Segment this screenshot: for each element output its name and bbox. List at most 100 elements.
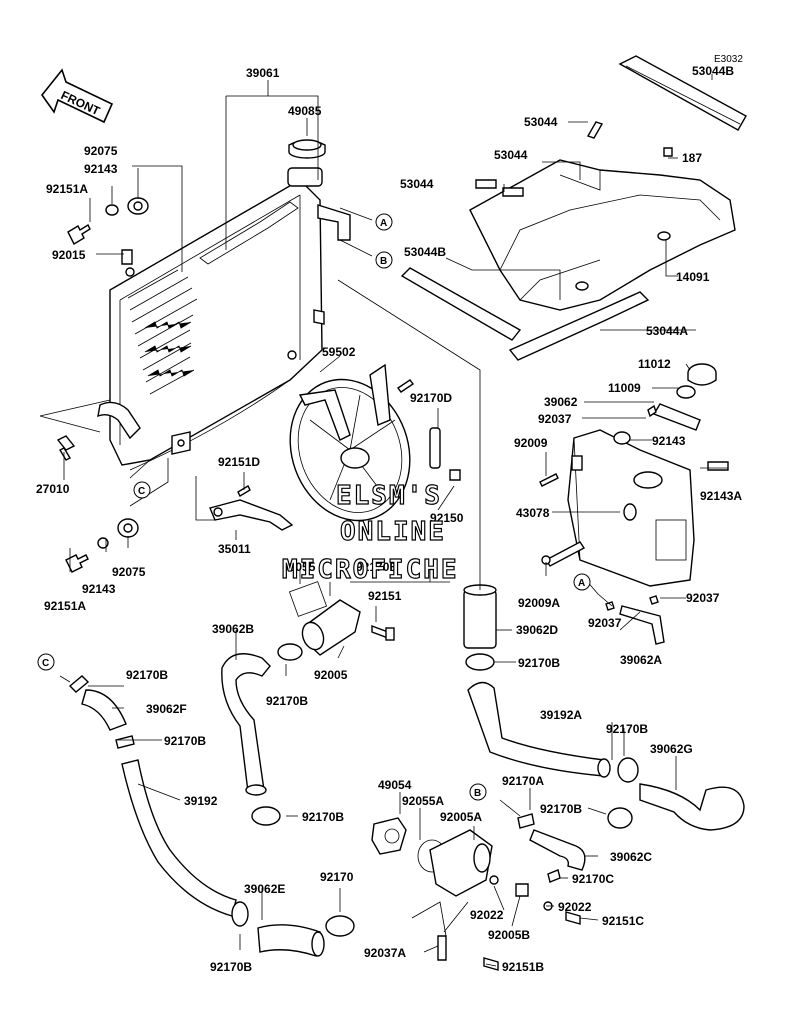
hose-39062D: [463, 584, 497, 649]
thermostat-49054: [371, 817, 407, 855]
reservoir-tank: [567, 429, 695, 587]
clip-92037-a-icon: [605, 601, 615, 611]
clamp-c-upper-icon: [68, 675, 90, 693]
callout: 39192: [184, 794, 218, 808]
callout: 92037A: [364, 946, 406, 960]
trim-53044B-upper: [618, 55, 747, 131]
callout: 59502: [322, 345, 356, 359]
bolt-92151D-icon: [237, 485, 251, 497]
clip-92037-b-icon: [649, 595, 659, 605]
radiator-core-fins: [127, 269, 198, 395]
reservoir-cap-11012: [687, 363, 717, 386]
callout: 92151D: [218, 455, 260, 469]
water-pipe-92005: [301, 599, 361, 656]
callout: 49054: [378, 778, 412, 792]
bracket-35011: [209, 499, 294, 531]
clamp-39062F-lower-icon: [115, 735, 135, 749]
callout: 92037: [588, 616, 622, 630]
trim-53044-c: [475, 179, 497, 189]
gasket-92055: [288, 581, 328, 617]
callout: 92170B: [518, 656, 560, 670]
callout: 92055: [282, 560, 316, 574]
callout: 53044B: [692, 64, 734, 78]
marker-A-right: [573, 573, 591, 591]
callout: B: [474, 788, 481, 799]
marker-B-lower: [469, 783, 487, 801]
callout: 39062F: [146, 702, 187, 716]
clamp-92170C-icon: [547, 869, 561, 883]
seal-11009-icon: [676, 385, 696, 399]
clamp-39192-lower-icon: [231, 901, 249, 927]
callout: 53044: [524, 115, 558, 129]
callout: 92170B: [266, 694, 308, 708]
callout: 92009A: [518, 596, 560, 610]
callout: 35011: [218, 542, 251, 556]
radiator-assembly: [97, 167, 351, 471]
trim-53044A: [508, 291, 650, 361]
callout: 92170B: [164, 734, 206, 748]
callout: 39192A: [540, 708, 582, 722]
bolt-92009A-icon: [541, 541, 586, 567]
watermark-line-3: MICROFICHE: [282, 555, 459, 585]
collar-92143-right-icon: [613, 431, 631, 445]
callout: 92150: [430, 511, 464, 525]
callout: 92143: [652, 434, 686, 448]
hose-39062E: [257, 924, 325, 957]
callout: 11009: [608, 381, 641, 395]
bolt-lower-left-icon: [65, 554, 89, 573]
callout: 92075: [84, 144, 118, 158]
bolt-92151B-icon: [483, 957, 499, 971]
hose-39192A: [467, 681, 611, 778]
callout: 92143: [84, 162, 118, 176]
callout: 14091: [676, 270, 710, 284]
cover-14091: [469, 159, 736, 311]
callout: 92151B: [502, 960, 544, 974]
callout: B: [380, 256, 387, 267]
marker-C-left: [133, 481, 151, 499]
callout: 39062E: [244, 882, 285, 896]
hose-39062G: [639, 783, 745, 831]
clamp-92170-icon: [325, 915, 355, 937]
callout: 39061: [246, 66, 280, 80]
callout: 92170: [320, 870, 354, 884]
bolt-upper-left-icon: [67, 223, 91, 245]
clamp-39192A-icon: [617, 757, 639, 783]
front-arrow-icon: FRONT: [40, 68, 114, 124]
hose-39062C: [529, 829, 586, 871]
callout: 92170B: [210, 960, 252, 974]
bolt-92151C-icon: [565, 911, 581, 925]
fan-bolt-icon: [396, 379, 415, 393]
callout: 43078: [516, 506, 550, 520]
grommet-upper: [127, 197, 149, 215]
radiator-cap: [288, 139, 326, 159]
callout-labels: 39061 49085 92075 92143 92151A 92015 A B…: [36, 64, 742, 974]
clamp-92170B-pipe-icon: [277, 643, 303, 661]
diagram-code: E3032: [714, 54, 743, 65]
callout: 92022: [470, 908, 504, 922]
temperature-switch-icon: [56, 435, 76, 461]
callout: 39062: [544, 395, 578, 409]
clip-92037A-icon: [437, 935, 447, 961]
marker-B-top: [375, 251, 393, 269]
callout: 27010: [36, 482, 70, 496]
callout: 92037: [686, 591, 720, 605]
washer-92022-left-icon: [489, 875, 499, 885]
trim-53044-b: [502, 187, 524, 197]
callout: 39062D: [516, 623, 558, 637]
bolt-92009-icon: [539, 473, 559, 487]
callout: 92005A: [440, 810, 482, 824]
callout: 92055A: [402, 794, 444, 808]
callout: 11012: [638, 357, 671, 371]
collar-upper: [105, 204, 119, 216]
callout: 92151: [368, 589, 402, 603]
callout: 92143: [82, 582, 116, 596]
grommet-lower: [117, 518, 139, 538]
clip-92015-icon: [121, 249, 133, 265]
clamp-92170A-icon: [517, 813, 535, 829]
callout: C: [42, 658, 49, 669]
clip-92037-upper-icon: [647, 404, 657, 418]
callout: 92170D: [410, 391, 452, 405]
trim-53044-a: [586, 121, 604, 139]
callout: 92170A: [502, 774, 544, 788]
